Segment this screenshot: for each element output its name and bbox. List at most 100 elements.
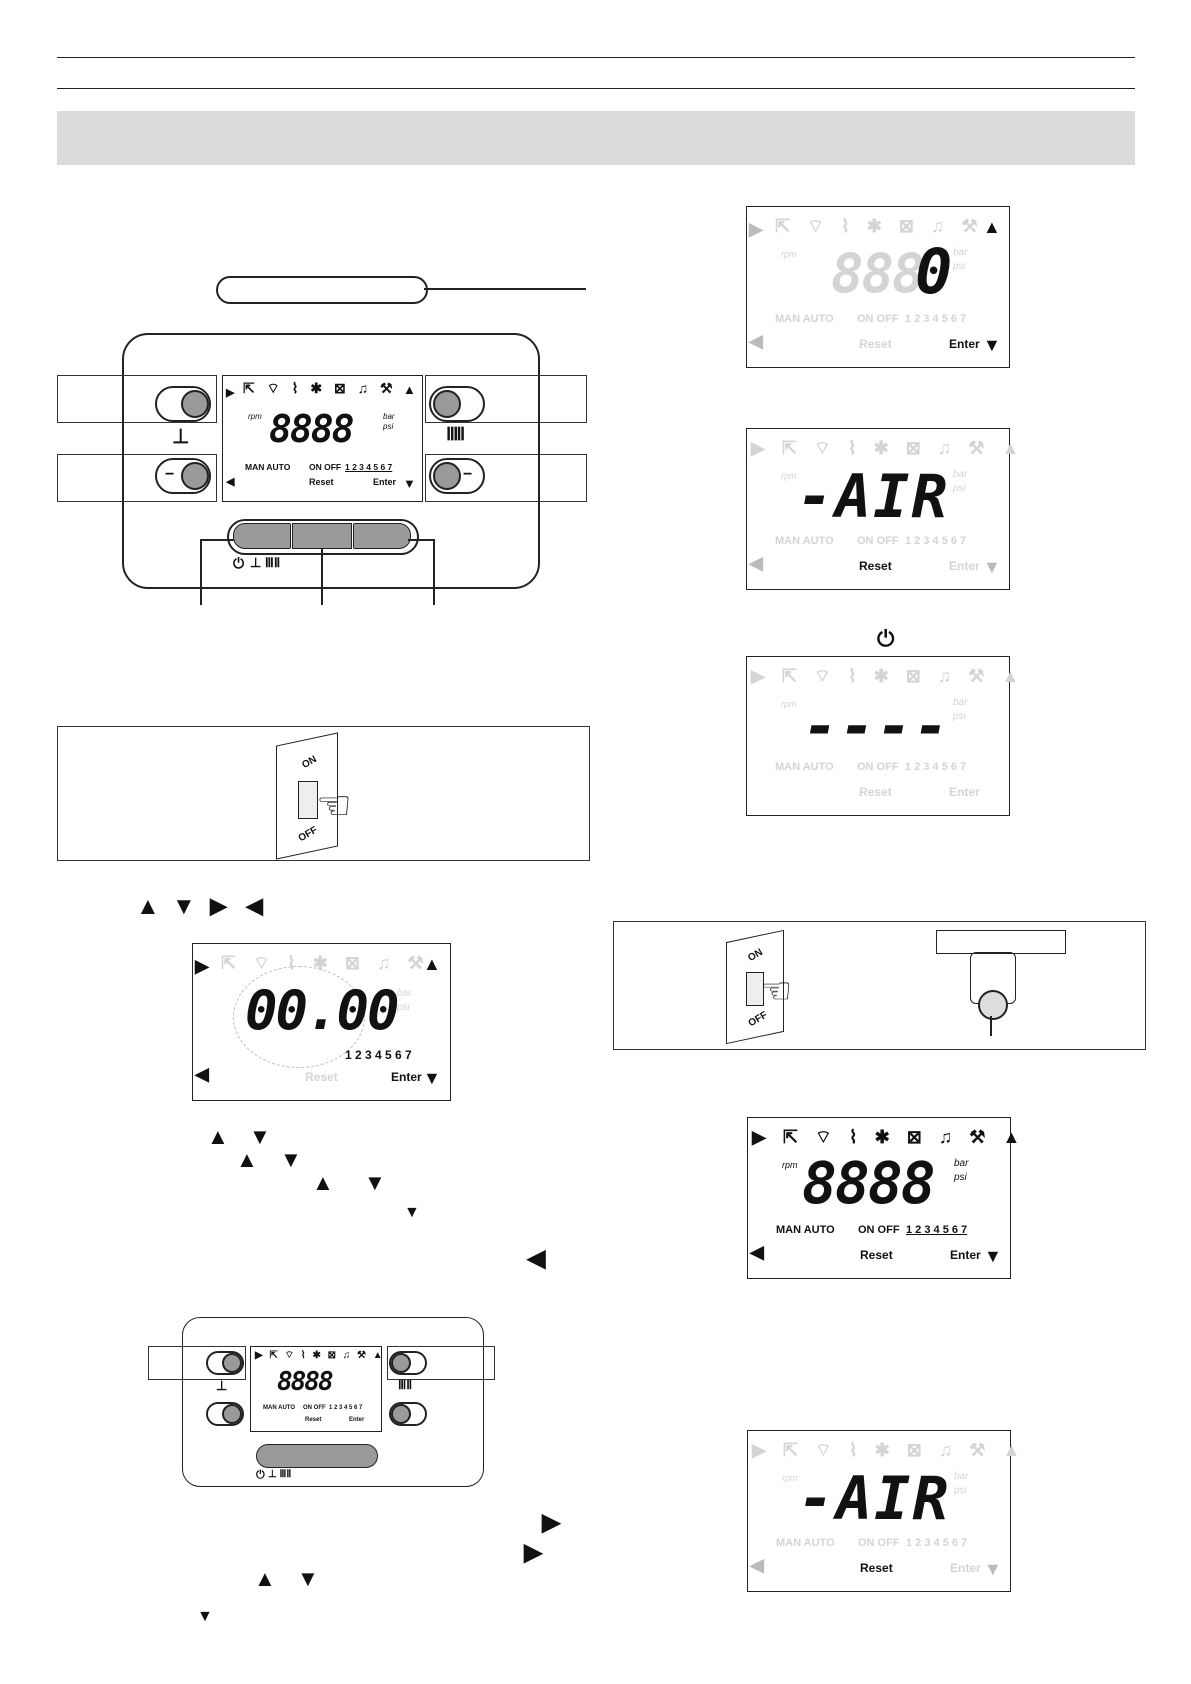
- arrow-left-icon: ◀: [750, 1242, 764, 1262]
- arrow-left-icon: ◀: [527, 1245, 546, 1272]
- on-off-label: ON OFF: [857, 761, 899, 773]
- air-display: -AIR: [798, 1464, 951, 1534]
- days-label: 1 2 3 4 5 6 7: [906, 1537, 968, 1549]
- status-icons: ⇱ ⌔ ⌇ ✱ ⊠ ♫ ⚒: [775, 216, 984, 236]
- lcd-air-reset: ▶ ⇱ ⌔ ⌇ ✱ ⊠ ♫ ⚒ ▲ rpm -AIR bar psi MAN A…: [746, 428, 1019, 590]
- arrow-down-icon: ▼: [984, 1246, 1002, 1266]
- psi-label: psi: [954, 1485, 967, 1496]
- arrow-up-icon: ▲: [254, 1566, 276, 1591]
- enter-label: Enter: [949, 559, 980, 573]
- psi-label: psi: [397, 1002, 410, 1013]
- arrow-down-icon: ▼: [984, 1559, 1002, 1579]
- enter-label: Enter: [950, 1561, 981, 1575]
- enter-button[interactable]: [353, 523, 411, 549]
- arrow-right-icon: ▶: [524, 1539, 543, 1566]
- arrow-down-icon: ▼: [983, 557, 1001, 577]
- switch-valve-box: ON OFF ☜: [613, 921, 1146, 1050]
- bar-label: bar: [383, 412, 395, 421]
- reset-label: Reset: [309, 477, 334, 487]
- leader-line-2: [321, 549, 323, 605]
- man-auto-label: MAN AUTO: [776, 1224, 835, 1236]
- arrow-down-icon: ▼: [404, 1204, 420, 1221]
- leader-line-1: [200, 539, 202, 605]
- reset-label: Reset: [305, 1070, 338, 1084]
- lcd-air-reset-2: ▶ ⇱ ⌔ ⌇ ✱ ⊠ ♫ ⚒ ▲ rpm -AIR bar psi MAN A…: [747, 1430, 1020, 1592]
- lcd-all-segments: ▶ ⇱ ⌔ ⌇ ✱ ⊠ ♫ ⚒ ▲ rpm 8888 bar psi MAN A…: [747, 1117, 1020, 1279]
- dhw-plus-button-small[interactable]: [206, 1351, 244, 1375]
- psi-label: psi: [383, 422, 394, 431]
- reset-label: Reset: [859, 785, 892, 799]
- bar-label: bar: [953, 247, 968, 258]
- leader-line-1h: [200, 539, 234, 541]
- small-bottom-button-row[interactable]: [256, 1444, 378, 1468]
- ghost-digits: 888: [831, 242, 925, 305]
- enter-label: Enter: [349, 1417, 365, 1423]
- mode-icons: ⊥ ⅢⅡ: [250, 555, 281, 570]
- all-digits: 8888: [802, 1149, 936, 1217]
- lcd-dashes: ▶ ⇱ ⌔ ⌇ ✱ ⊠ ♫ ⚒ ▲ rpm ---- bar psi MAN A…: [746, 656, 1019, 816]
- radiator-icon: ⅢⅡ: [446, 424, 465, 444]
- arrow-up-icon: ▲: [312, 1170, 334, 1195]
- on-off-label: ON OFF: [858, 1224, 900, 1236]
- dhw-minus-button[interactable]: −: [155, 458, 211, 494]
- on-off-label: ON OFF: [303, 1405, 326, 1411]
- rpm-label: rpm: [782, 1473, 798, 1483]
- arrow-left-icon: ◀: [750, 1555, 764, 1575]
- psi-label: psi: [953, 261, 966, 272]
- reset-button[interactable]: [292, 523, 352, 549]
- days-label: 1 2 3 4 5 6 7: [905, 535, 967, 547]
- reset-label: Reset: [305, 1417, 322, 1423]
- flashing-digits: 00.00: [245, 979, 400, 1042]
- heating-minus-button-small[interactable]: [389, 1402, 427, 1426]
- leader-line-3: [433, 539, 435, 605]
- arrow-up-icon: ▲: [136, 893, 160, 920]
- flash-rays: [233, 966, 365, 1068]
- radiator-icon: ⅢⅡ: [398, 1378, 413, 1392]
- status-icons: ▶ ⇱ ⌔ ⌇ ✱ ⊠ ♫ ⚒ ▲: [751, 666, 1026, 686]
- reset-label: Reset: [860, 1561, 893, 1575]
- power-icon: ⏻: [256, 1469, 265, 1481]
- days-label: 1 2 3 4 5 6 7: [345, 462, 393, 472]
- on-off-label: ON OFF: [309, 462, 342, 472]
- arrow-right-icon: ▶: [542, 1509, 561, 1536]
- enter-label: Enter: [949, 785, 980, 799]
- panel-slot-line: [424, 288, 586, 290]
- leader-line-3h: [408, 539, 434, 541]
- bottom-button-row: [227, 519, 419, 555]
- reset-label: Reset: [859, 337, 892, 351]
- dhw-plus-button[interactable]: [155, 386, 211, 422]
- switch-rocker[interactable]: [298, 781, 318, 819]
- heating-minus-button[interactable]: −: [429, 458, 485, 494]
- man-auto-label: MAN AUTO: [263, 1405, 295, 1411]
- top-rule-2: [57, 88, 1135, 89]
- valve-icon: [978, 990, 1008, 1020]
- heating-plus-button[interactable]: [429, 386, 485, 422]
- man-auto-label: MAN AUTO: [775, 761, 834, 773]
- air-display: -AIR: [797, 462, 950, 532]
- rpm-label: rpm: [248, 412, 262, 421]
- dhw-minus-button-small[interactable]: [206, 1402, 244, 1426]
- power-mode-button[interactable]: [233, 523, 291, 549]
- switch-hand-icon: ☜: [316, 784, 352, 828]
- enter-label: Enter: [373, 477, 397, 487]
- dash-display: ----: [803, 692, 951, 760]
- arrow-down-icon: ▼: [364, 1170, 386, 1195]
- switch-rocker[interactable]: [746, 972, 764, 1006]
- status-icons: ▶ ⇱ ⌔ ⌇ ✱ ⊠ ♫ ⚒ ▲: [752, 1440, 1027, 1460]
- enter-label: Enter: [949, 337, 980, 351]
- small-lcd-digits: 8888: [277, 1367, 334, 1397]
- bar-label: bar: [397, 988, 412, 999]
- arrow-left-icon: ◀: [246, 893, 263, 918]
- arrow-down-icon: ▼: [983, 335, 1001, 355]
- arrow-left-icon: ◀: [749, 553, 763, 573]
- on-off-label: ON OFF: [857, 313, 899, 325]
- arrow-down-icon: ▼: [280, 1147, 302, 1172]
- rpm-label: rpm: [781, 471, 797, 481]
- on-off-label: ON OFF: [857, 535, 899, 547]
- heating-plus-button-small[interactable]: [389, 1351, 427, 1375]
- psi-label: psi: [954, 1172, 967, 1183]
- rpm-label: rpm: [781, 249, 797, 259]
- status-icons: ▶ ⇱ ⌔ ⌇ ✱ ⊠ ♫ ⚒ ▲: [255, 1350, 385, 1361]
- small-panel-lcd: ▶ ⇱ ⌔ ⌇ ✱ ⊠ ♫ ⚒ ▲ 8888 MAN AUTO ON OFF 1…: [250, 1346, 385, 1432]
- lcd-flashing-zero: ▶ ⇱ ⌔ ⌇ ✱ ⊠ ♫ ⚒ ▲ 00.00 bar psi 1 2 3 4 …: [192, 943, 451, 1101]
